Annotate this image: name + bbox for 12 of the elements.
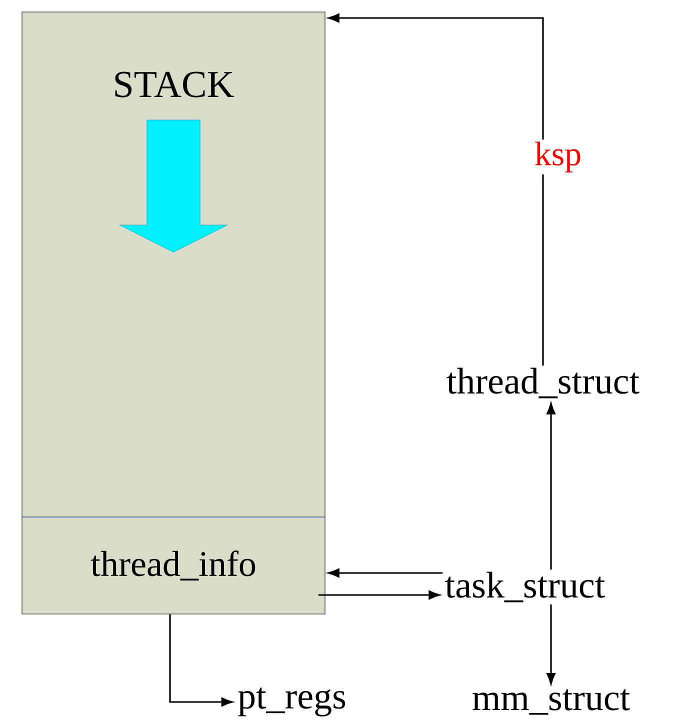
struct-label: task_struct xyxy=(445,572,605,602)
arrow xyxy=(546,604,556,684)
edge-label: ksp xyxy=(532,140,584,174)
arrow xyxy=(328,14,544,366)
struct-label: pt_regs xyxy=(238,688,346,716)
arrow xyxy=(328,568,443,578)
arrow xyxy=(546,403,556,570)
struct-label: thread_struct xyxy=(446,368,640,398)
thread-info-box: thread_info xyxy=(22,516,326,614)
arrow xyxy=(169,614,233,706)
struct-label: mm_struct xyxy=(472,689,630,715)
arrow xyxy=(318,590,440,600)
